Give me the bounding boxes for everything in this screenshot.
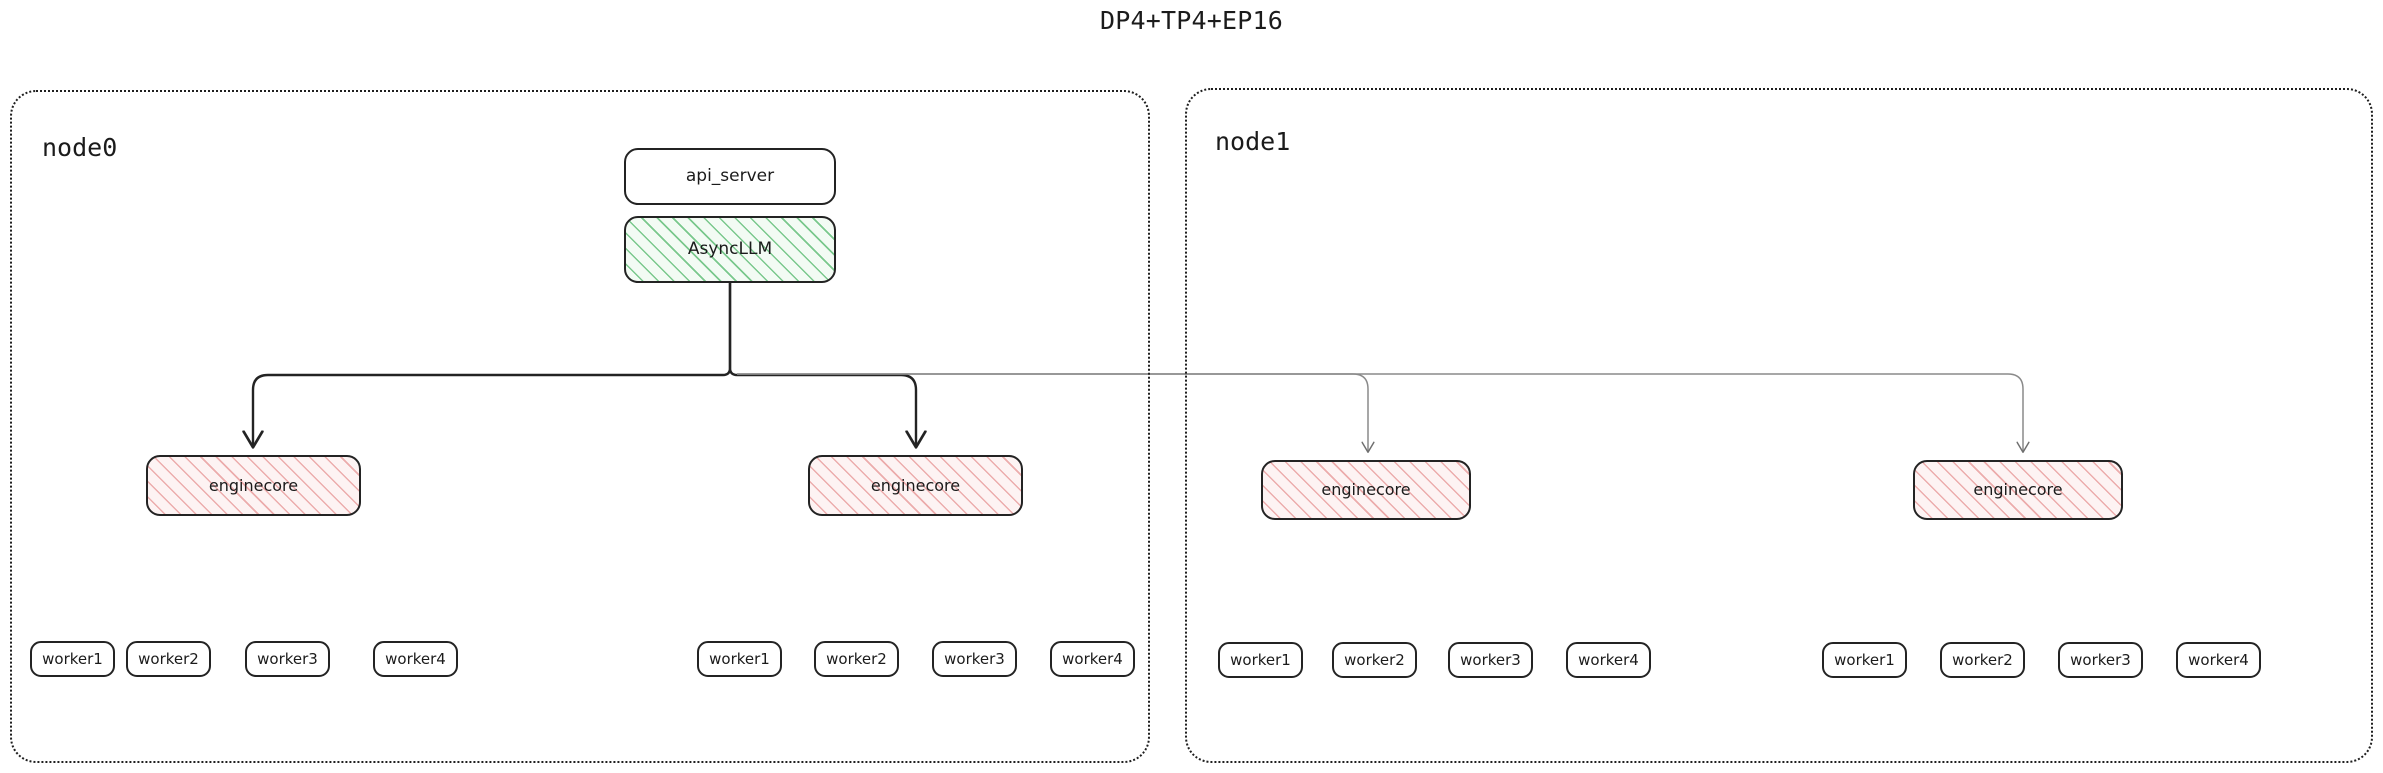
box-async-llm-label: AsyncLLM bbox=[687, 239, 773, 259]
box-worker-node1-0-0[interactable]: worker1 bbox=[1218, 642, 1303, 678]
box-worker-label: worker1 bbox=[1230, 650, 1291, 669]
box-worker-label: worker3 bbox=[944, 649, 1005, 668]
box-api-server[interactable]: api_server bbox=[624, 148, 836, 205]
box-worker-label: worker2 bbox=[826, 649, 887, 668]
node-container-node0 bbox=[10, 90, 1150, 763]
box-enginecore-node0-1[interactable]: enginecore bbox=[808, 455, 1023, 516]
box-worker-node1-0-2[interactable]: worker3 bbox=[1448, 642, 1533, 678]
box-worker-label: worker4 bbox=[385, 649, 446, 668]
box-worker-node1-0-3[interactable]: worker4 bbox=[1566, 642, 1651, 678]
box-worker-label: worker2 bbox=[1344, 650, 1405, 669]
box-enginecore-label: enginecore bbox=[1973, 480, 2063, 499]
box-worker-label: worker1 bbox=[709, 649, 770, 668]
box-worker-label: worker4 bbox=[2188, 650, 2249, 669]
box-worker-label: worker1 bbox=[42, 649, 103, 668]
box-worker-node0-1-2[interactable]: worker3 bbox=[932, 641, 1017, 677]
box-worker-label: worker4 bbox=[1578, 650, 1639, 669]
node-label-node0: node0 bbox=[42, 133, 118, 162]
box-worker-node0-0-2[interactable]: worker3 bbox=[245, 641, 330, 677]
box-enginecore-node1-0[interactable]: enginecore bbox=[1261, 460, 1471, 520]
box-worker-label: worker1 bbox=[1834, 650, 1895, 669]
node-container-node1 bbox=[1185, 88, 2373, 763]
box-worker-node0-1-1[interactable]: worker2 bbox=[814, 641, 899, 677]
box-worker-node1-1-0[interactable]: worker1 bbox=[1822, 642, 1907, 678]
box-worker-label: worker3 bbox=[1460, 650, 1521, 669]
box-worker-node0-0-3[interactable]: worker4 bbox=[373, 641, 458, 677]
box-api-server-label: api_server bbox=[685, 166, 775, 186]
node-label-node1: node1 bbox=[1215, 127, 1291, 156]
box-worker-label: worker3 bbox=[2070, 650, 2131, 669]
page-title: DP4+TP4+EP16 bbox=[1099, 6, 1283, 35]
box-worker-label: worker2 bbox=[138, 649, 199, 668]
box-worker-node0-1-3[interactable]: worker4 bbox=[1050, 641, 1135, 677]
box-worker-label: worker2 bbox=[1952, 650, 2013, 669]
box-worker-label: worker3 bbox=[257, 649, 318, 668]
box-enginecore-node1-1[interactable]: enginecore bbox=[1913, 460, 2123, 520]
box-worker-label: worker4 bbox=[1062, 649, 1123, 668]
box-worker-node1-1-3[interactable]: worker4 bbox=[2176, 642, 2261, 678]
box-async-llm[interactable]: AsyncLLM bbox=[624, 216, 836, 283]
box-worker-node1-0-1[interactable]: worker2 bbox=[1332, 642, 1417, 678]
box-worker-node0-1-0[interactable]: worker1 bbox=[697, 641, 782, 677]
box-worker-node0-0-1[interactable]: worker2 bbox=[126, 641, 211, 677]
box-enginecore-label: enginecore bbox=[1321, 480, 1411, 499]
box-worker-node0-0-0[interactable]: worker1 bbox=[30, 641, 115, 677]
box-worker-node1-1-1[interactable]: worker2 bbox=[1940, 642, 2025, 678]
box-enginecore-node0-0[interactable]: enginecore bbox=[146, 455, 361, 516]
box-enginecore-label: enginecore bbox=[208, 475, 299, 495]
box-enginecore-label: enginecore bbox=[870, 475, 961, 495]
box-worker-node1-1-2[interactable]: worker3 bbox=[2058, 642, 2143, 678]
